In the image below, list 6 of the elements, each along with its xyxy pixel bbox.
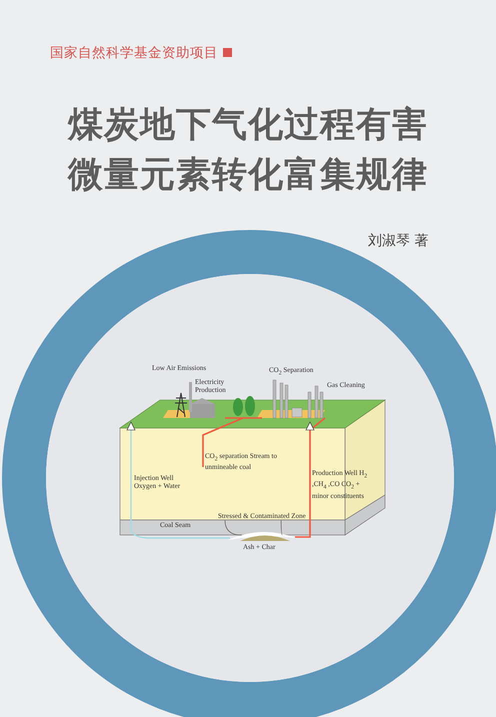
cavity-drawing xyxy=(228,532,296,541)
book-title: 煤炭地下气化过程有害微量元素转化富集规律 xyxy=(68,104,429,197)
leader-line xyxy=(224,520,242,536)
author-name: 刘淑琴 著 xyxy=(368,232,428,250)
funding-note: 国家自然科学基金资助项目 xyxy=(50,44,218,62)
leader-line xyxy=(280,520,283,536)
